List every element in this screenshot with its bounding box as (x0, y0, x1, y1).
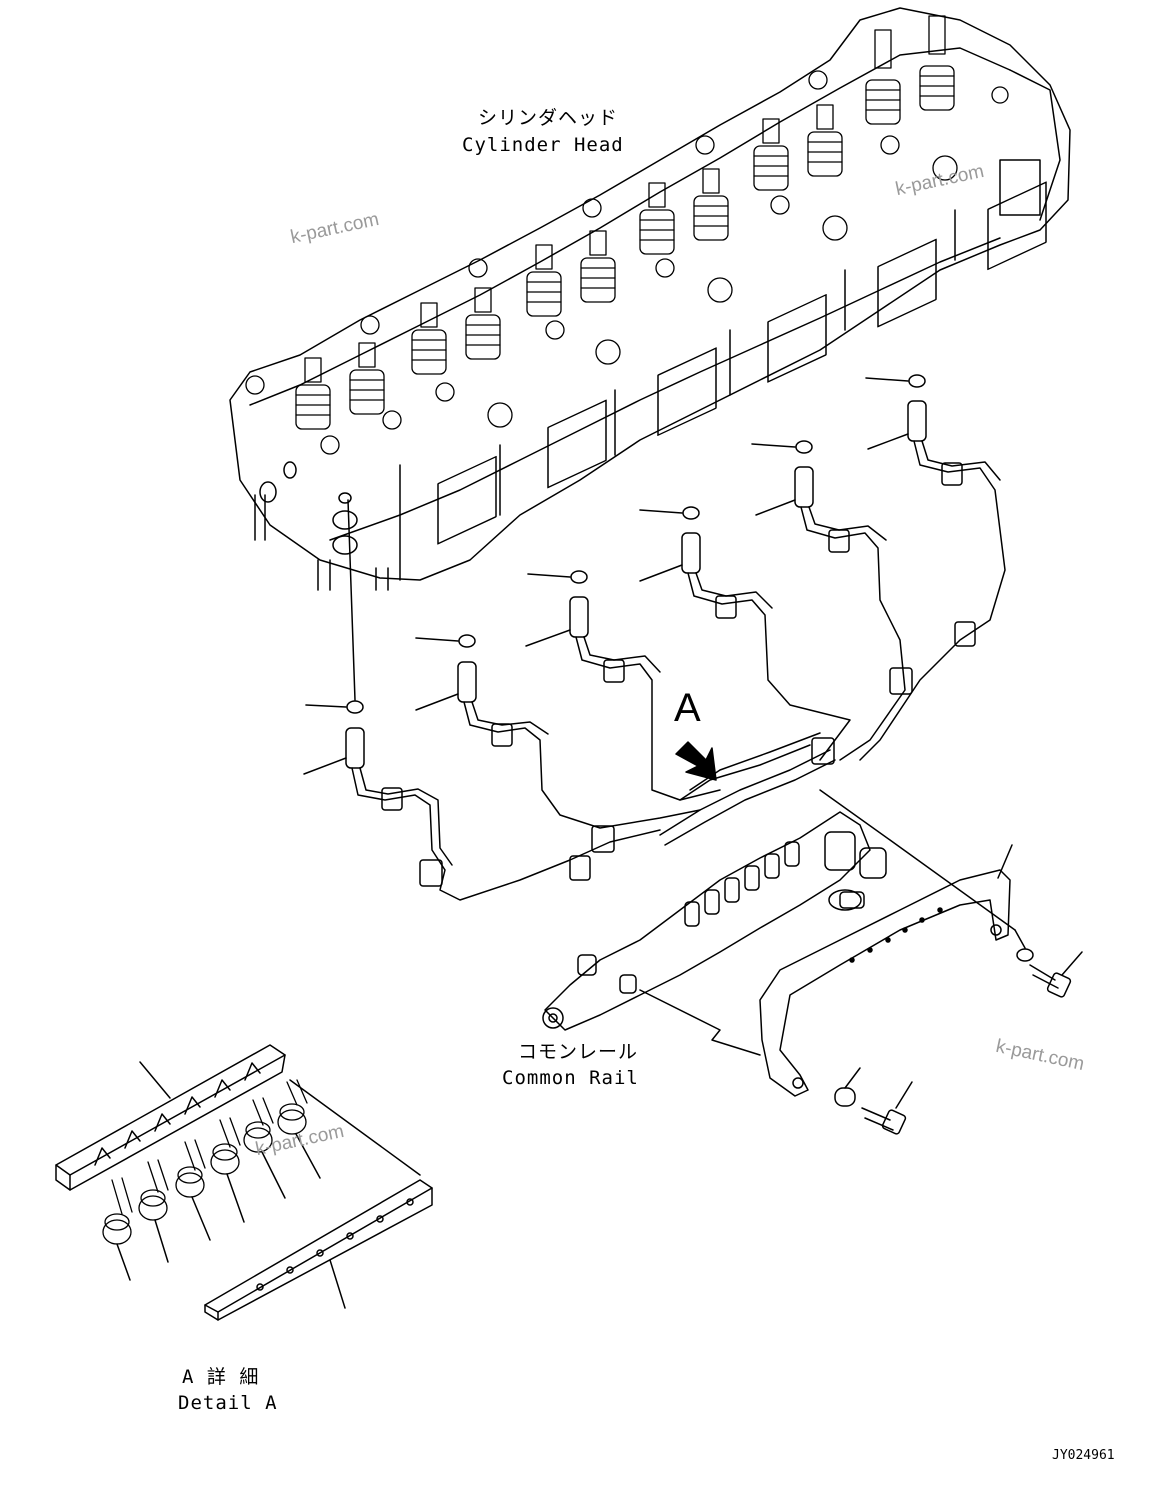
cylinder-head-label-jp: シリンダヘッド (478, 107, 619, 129)
common-rail (542, 789, 1016, 1056)
detail-a (55, 1044, 433, 1321)
bolts (834, 929, 1083, 1135)
injection-tubes (303, 400, 1006, 901)
cylinder-head (229, 7, 1071, 591)
detail-a-label-jp: A 詳 細 (182, 1366, 260, 1388)
o-rings (305, 374, 926, 714)
detail-a-label-en: Detail A (178, 1392, 278, 1414)
bracket (759, 844, 1013, 1097)
view-a-arrow (675, 741, 717, 781)
common-rail-label-jp: コモンレール (518, 1041, 639, 1063)
cylinder-head-label-en: Cylinder Head (462, 134, 624, 156)
view-a-marker: A (674, 686, 701, 730)
drawing-code: JY024961 (1052, 1448, 1115, 1463)
common-rail-label-en: Common Rail (502, 1067, 639, 1089)
